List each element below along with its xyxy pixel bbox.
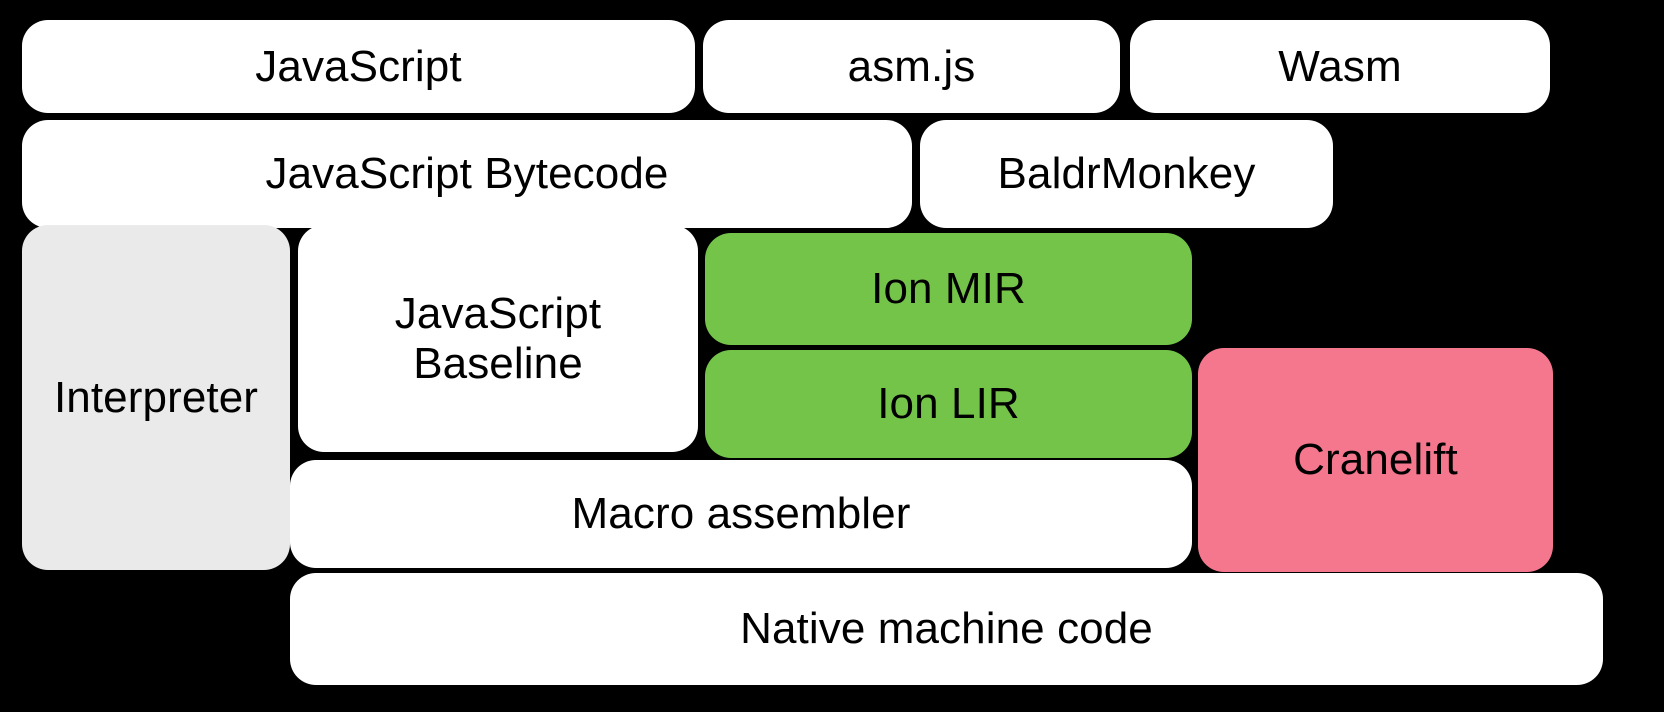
node-ion-lir: Ion LIR [705,350,1192,458]
node-javascript: JavaScript [22,20,695,113]
node-interpreter: Interpreter [22,225,290,570]
node-asmjs: asm.js [703,20,1120,113]
node-wasm: Wasm [1130,20,1550,113]
node-javascript-bytecode: JavaScript Bytecode [22,120,912,228]
node-ion-mir: Ion MIR [705,233,1192,345]
node-cranelift: Cranelift [1198,348,1553,572]
node-macro-assembler: Macro assembler [290,460,1192,568]
node-baldrmonkey: BaldrMonkey [920,120,1333,228]
node-javascript-baseline: JavaScript Baseline [298,225,698,452]
node-native-machine-code: Native machine code [290,573,1603,685]
